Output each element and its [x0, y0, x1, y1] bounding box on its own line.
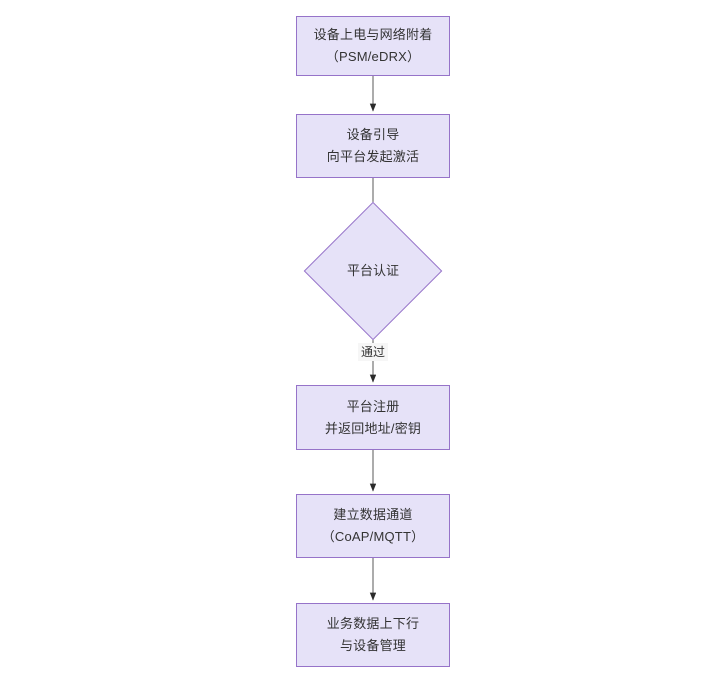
node-device-bootstrap[interactable]: 设备引导 向平台发起激活 [296, 114, 450, 178]
node-platform-register[interactable]: 平台注册 并返回地址/密钥 [296, 385, 450, 450]
node-platform-auth-decision[interactable]: 平台认证 [303, 201, 443, 341]
node-establish-data-channel[interactable]: 建立数据通道 （CoAP/MQTT） [296, 494, 450, 558]
node-platform-auth-label: 平台认证 [346, 263, 399, 278]
edge-label-pass: 通过 [357, 343, 389, 361]
node-business-data-and-device-management[interactable]: 业务数据上下行 与设备管理 [296, 603, 450, 667]
node-device-power-on[interactable]: 设备上电与网络附着 （PSM/eDRX） [296, 16, 450, 76]
